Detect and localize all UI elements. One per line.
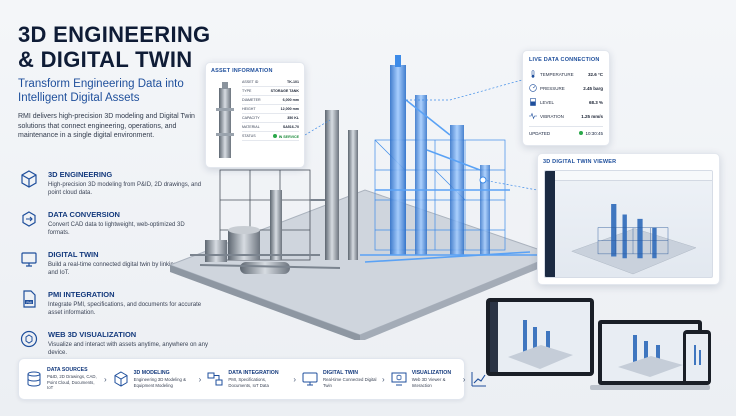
cube-icon <box>114 371 128 387</box>
database-icon <box>27 371 41 387</box>
cube-icon <box>18 168 40 190</box>
live-card-title: LIVE DATA CONNECTION <box>529 57 600 63</box>
title-line-1: 3D ENGINEERING <box>18 22 211 47</box>
feature-desc: Convert CAD data to lightweight, web-opt… <box>48 222 185 236</box>
feature-item: DIGITAL TWIN Build a real-time connected… <box>18 248 228 288</box>
feature-desc: Visualize and interact with assets anyti… <box>48 342 208 356</box>
phone-device <box>683 330 711 385</box>
feature-title: 3D ENGINEERING <box>48 170 113 179</box>
asset-card-title: ASSET INFORMATION <box>211 68 273 74</box>
arrow-icon: › <box>382 374 385 384</box>
monitor-icon <box>391 372 407 386</box>
viewer-sidebar <box>545 171 555 277</box>
thermometer-icon <box>531 70 535 78</box>
laptop-device <box>590 320 710 390</box>
viewer-plant-model <box>571 204 697 275</box>
feature-desc: High-precision 3D modeling from P&ID, 2D… <box>48 182 202 196</box>
level-icon <box>530 98 536 106</box>
subtitle-line-2: Intelligent Digital Assets <box>18 92 140 104</box>
status-dot <box>272 133 277 138</box>
vibration-icon <box>529 112 537 120</box>
subtitle-line-1: Transform Engineering Data into <box>18 78 184 90</box>
live-dot <box>579 131 584 135</box>
pmi-document-icon: PMI <box>18 288 40 310</box>
page-title: 3D ENGINEERING & DIGITAL TWIN <box>18 22 218 72</box>
feature-title: PMI INTEGRATION <box>48 290 115 299</box>
digital-twin-icon <box>18 248 40 270</box>
digital-twin-viewer-card: 3D DIGITAL TWIN VIEWER <box>537 153 720 285</box>
viewer-window[interactable] <box>544 170 713 278</box>
status-badge: IN SERVICE <box>272 133 299 139</box>
tank-thumbnail <box>216 82 234 158</box>
page-subtitle: Transform Engineering Data into Intellig… <box>18 77 218 105</box>
updated-row: UPDATED 10:30:45 <box>529 126 603 136</box>
feature-item: DATA CONVERSION Convert CAD data to ligh… <box>18 208 228 248</box>
feature-item: PMI PMI INTEGRATION Integrate PMI, speci… <box>18 288 228 328</box>
header-block: 3D ENGINEERING & DIGITAL TWIN Transform … <box>18 22 218 141</box>
feature-item: WEB 3D VISUALIZATION Visualize and inter… <box>18 328 228 368</box>
plant-3d-model <box>168 55 557 340</box>
viewer-toolbar <box>555 171 712 181</box>
arrow-icon: › <box>104 374 107 384</box>
viewer-title: 3D DIGITAL TWIN VIEWER <box>543 159 617 165</box>
feature-title: WEB 3D VISUALIZATION <box>48 330 137 339</box>
feature-title: DATA CONVERSION <box>48 210 120 219</box>
flow-step <box>470 370 492 388</box>
svg-text:PMI: PMI <box>26 300 32 304</box>
arrow-icon: › <box>198 374 202 384</box>
gauge-icon <box>529 84 537 92</box>
intro-description: RMI delivers high-precision 3D modeling … <box>18 113 195 139</box>
title-line-2: & DIGITAL TWIN <box>18 47 193 72</box>
arrow-icon: › <box>293 374 297 384</box>
feature-list: 3D ENGINEERING High-precision 3D modelin… <box>18 168 228 368</box>
convert-icon <box>18 208 40 230</box>
web-cube-icon <box>18 328 40 350</box>
feature-desc: Build a real-time connected digital twin… <box>48 262 207 276</box>
chart-trend-icon <box>471 372 487 387</box>
digital-twin-icon <box>302 372 318 386</box>
arrow-icon: › <box>462 374 466 384</box>
feature-desc: Integrate PMI, specifications, and docum… <box>48 302 202 316</box>
feature-title: DIGITAL TWIN <box>48 250 99 259</box>
feature-item: 3D ENGINEERING High-precision 3D modelin… <box>18 168 228 208</box>
integration-icon <box>207 372 223 386</box>
updated-time: 10:30:45 <box>579 131 603 136</box>
device-mockups <box>486 298 711 390</box>
tablet-device <box>486 298 594 376</box>
